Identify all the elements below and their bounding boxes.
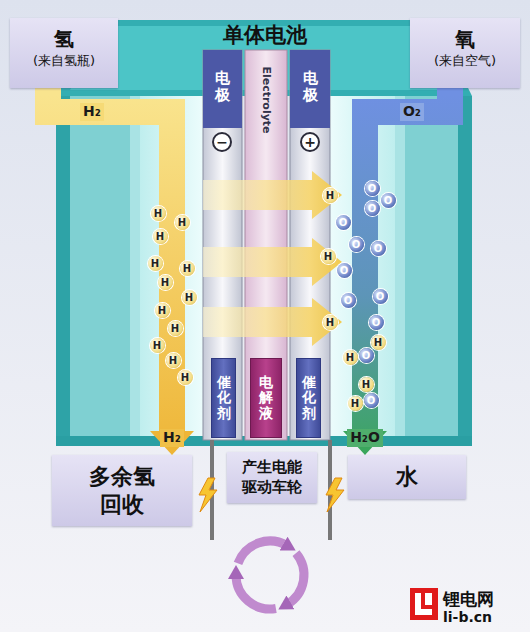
oxygen-atom: O	[341, 293, 356, 308]
hydrogen-atom: H	[153, 229, 168, 244]
catalyst-layer: 催化剂	[296, 358, 321, 438]
node-text: 水	[368, 463, 446, 491]
polarity-sign: −	[212, 132, 232, 152]
lightning-symbol	[199, 478, 217, 512]
output-box: 水	[348, 455, 466, 499]
hydrogen-atom: H	[348, 396, 363, 411]
hydrogen-atom: H	[148, 256, 163, 271]
electrode-band: 电极催化剂	[290, 50, 330, 440]
hydrogen-atom: H	[323, 188, 338, 203]
node-text: 电解液	[259, 375, 273, 421]
cathode-top	[290, 50, 330, 128]
oxygen-atom: O	[381, 193, 396, 208]
hydrogen-atom: H	[321, 249, 336, 264]
logo-mark	[425, 593, 432, 605]
arrow-shaft	[48, 88, 172, 431]
hydrogen-atom: H	[166, 353, 181, 368]
electrolyte-plate	[245, 50, 287, 440]
left-plate	[56, 96, 140, 440]
lightning-symbol	[326, 478, 344, 512]
hydrogen-atom: H	[175, 215, 190, 230]
node-text: Electrolyte	[260, 66, 273, 133]
hydrogen-atom: H	[180, 261, 195, 276]
oxygen-atom: O	[349, 237, 364, 252]
output-box: 多余氢 回收	[52, 455, 192, 526]
oxygen-atom: O	[365, 201, 380, 216]
node-text: 产生电能 驱动车轮	[239, 458, 305, 497]
gas-label: O₂	[400, 103, 424, 120]
gas-label: H₂	[160, 429, 184, 446]
anode-plate	[203, 50, 242, 440]
proton-arrow	[203, 171, 342, 219]
left-plate-side	[130, 96, 140, 440]
oxygen-atom: O	[337, 263, 352, 278]
hydrogen-atom: H	[182, 290, 197, 305]
node-text: 电极	[303, 70, 318, 103]
gas-source-box: 氢(来自氢瓶)	[10, 18, 118, 88]
anode-top	[203, 50, 242, 128]
flow-arrow	[48, 88, 194, 455]
oxygen-atom: O	[364, 393, 379, 408]
node-text: 电极	[215, 70, 230, 103]
hydrogen-atom: H	[323, 315, 338, 330]
oxygen-atom: O	[371, 241, 386, 256]
hydrogen-atom: H	[178, 370, 193, 385]
node-text: (来自空气)	[422, 52, 508, 70]
catalyst-layer: 催化剂	[211, 358, 236, 438]
cycle-arrow	[238, 541, 287, 563]
hydrogen-atom: H	[343, 350, 358, 365]
right-plate-edge	[458, 96, 472, 440]
cycle-arrow	[236, 575, 276, 609]
gas-label: H₂	[80, 103, 104, 120]
node-text: 氢	[22, 26, 106, 52]
node-text: (来自氢瓶)	[22, 52, 106, 70]
arrow-shaft	[365, 88, 450, 431]
hydrogen-atom: H	[158, 275, 173, 290]
cathode-plate	[290, 50, 330, 440]
electrolyte-layer: 电解液	[250, 358, 282, 438]
hydrogen-atom: H	[151, 206, 166, 221]
hydrogen-atom: H	[359, 377, 374, 392]
logo-mark	[410, 588, 438, 620]
gas-source-box: 氧(来自空气)	[410, 18, 520, 88]
oxygen-atom: O	[365, 181, 380, 196]
right-plate	[395, 96, 472, 440]
node-text: 多余氢 回收	[85, 463, 160, 518]
hydrogen-atom: H	[371, 335, 386, 350]
diagram-title: 单体电池	[223, 21, 307, 49]
left-plate-edge	[56, 96, 70, 440]
logo-mark	[415, 609, 432, 615]
watermark: 锂电网	[443, 588, 494, 611]
watermark: li-b.cn	[443, 609, 492, 625]
node-text: 催化剂	[217, 375, 231, 421]
energy-box: 产生电能 驱动车轮	[227, 452, 317, 503]
hydrogen-atom: H	[150, 338, 165, 353]
proton-arrow	[203, 298, 342, 346]
proton-arrow	[203, 238, 342, 286]
oxygen-atom: O	[373, 289, 388, 304]
electrolyte-band: Electrolyte 电解液	[245, 50, 287, 440]
oxygen-atom: O	[359, 348, 374, 363]
node-text: 氧	[422, 26, 508, 52]
flow-arrow	[343, 88, 450, 455]
cycle-arrow	[287, 553, 304, 604]
oxygen-atom: O	[336, 215, 351, 230]
hydrogen-atom: H	[155, 303, 170, 318]
right-plate-side	[395, 96, 405, 440]
electrode-band: 电极催化剂	[203, 50, 242, 440]
polarity-sign: +	[300, 132, 320, 152]
node-text: 催化剂	[302, 375, 316, 421]
gas-label: H₂O	[347, 429, 383, 446]
oxygen-atom: O	[369, 315, 384, 330]
hydrogen-atom: H	[168, 321, 183, 336]
